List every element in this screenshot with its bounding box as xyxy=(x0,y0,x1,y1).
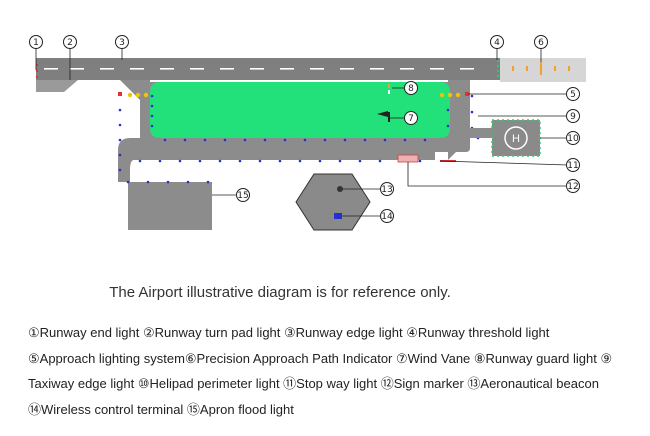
svg-text:11: 11 xyxy=(567,161,578,171)
diagram-caption: The Airport illustrative diagram is for … xyxy=(109,284,451,301)
leader-lines xyxy=(35,48,569,217)
svg-text:4: 4 xyxy=(494,38,500,48)
runway-centerline xyxy=(44,68,474,70)
svg-text:3: 3 xyxy=(119,38,125,48)
svg-text:14: 14 xyxy=(381,212,393,222)
callout: 14 xyxy=(380,209,394,223)
svg-text:15: 15 xyxy=(237,191,248,201)
lower-taxiway xyxy=(130,138,435,160)
wireless-control-terminal xyxy=(334,213,342,219)
callout: 1 xyxy=(29,35,43,49)
approach-area xyxy=(500,58,586,82)
right-connector xyxy=(448,80,470,160)
legend-line: ⑭Wireless control terminal ⑮Apron flood … xyxy=(28,401,294,417)
helipad-letter: H xyxy=(512,133,520,145)
callout: 2 xyxy=(63,35,77,49)
legend-line: ①Runway end light ②Runway turn pad light… xyxy=(28,325,550,340)
legend-line: Taxiway edge light ⑩Helipad perimeter li… xyxy=(28,376,599,391)
svg-text:1: 1 xyxy=(33,38,39,48)
callout: 9 xyxy=(566,109,580,123)
callout: 12 xyxy=(566,179,580,193)
svg-text:8: 8 xyxy=(408,84,414,94)
callout: 10 xyxy=(566,131,580,145)
legend: ①Runway end light ②Runway turn pad light… xyxy=(28,320,638,422)
callout: 5 xyxy=(566,87,580,101)
svg-text:13: 13 xyxy=(381,185,392,195)
runway-turn-pad xyxy=(36,80,78,92)
callout: 3 xyxy=(115,35,129,49)
papi xyxy=(388,84,390,94)
approach-lighting-system xyxy=(512,62,570,75)
legend-line: ⑤Approach lighting system⑥Precision Appr… xyxy=(28,350,613,366)
left-connector xyxy=(120,80,150,110)
airport-diagram: H xyxy=(35,48,586,231)
callout: 13 xyxy=(380,182,394,196)
aeronautical-beacon xyxy=(337,186,343,192)
grass-infield xyxy=(150,82,450,138)
hold-signs xyxy=(118,92,469,96)
svg-text:7: 7 xyxy=(408,114,414,124)
apron xyxy=(128,182,212,230)
callout: 11 xyxy=(566,158,580,172)
svg-text:5: 5 xyxy=(570,90,576,100)
callout: 4 xyxy=(490,35,504,49)
callout: 7 xyxy=(404,111,418,125)
callout: 6 xyxy=(534,35,548,49)
svg-text:12: 12 xyxy=(567,182,578,192)
runway-threshold-lights xyxy=(497,60,499,77)
svg-text:10: 10 xyxy=(567,134,579,144)
taxiway-edge-lights xyxy=(118,94,480,172)
svg-text:2: 2 xyxy=(67,38,73,48)
helipad-circle xyxy=(504,126,528,150)
callout: 15 xyxy=(236,188,250,202)
svg-text:6: 6 xyxy=(538,38,544,48)
runway-end-lights xyxy=(36,64,38,78)
apron-edge-lights xyxy=(126,180,210,184)
runway-guard-lights xyxy=(127,92,461,98)
helipad-connector xyxy=(470,128,492,138)
svg-text:9: 9 xyxy=(570,112,576,122)
callout: 8 xyxy=(404,81,418,95)
callout-layer: 1 2 3 4 6 8 5 9 7 10 11 12 13 14 15 xyxy=(29,35,580,223)
wind-vane xyxy=(377,111,390,122)
runway xyxy=(36,58,500,80)
